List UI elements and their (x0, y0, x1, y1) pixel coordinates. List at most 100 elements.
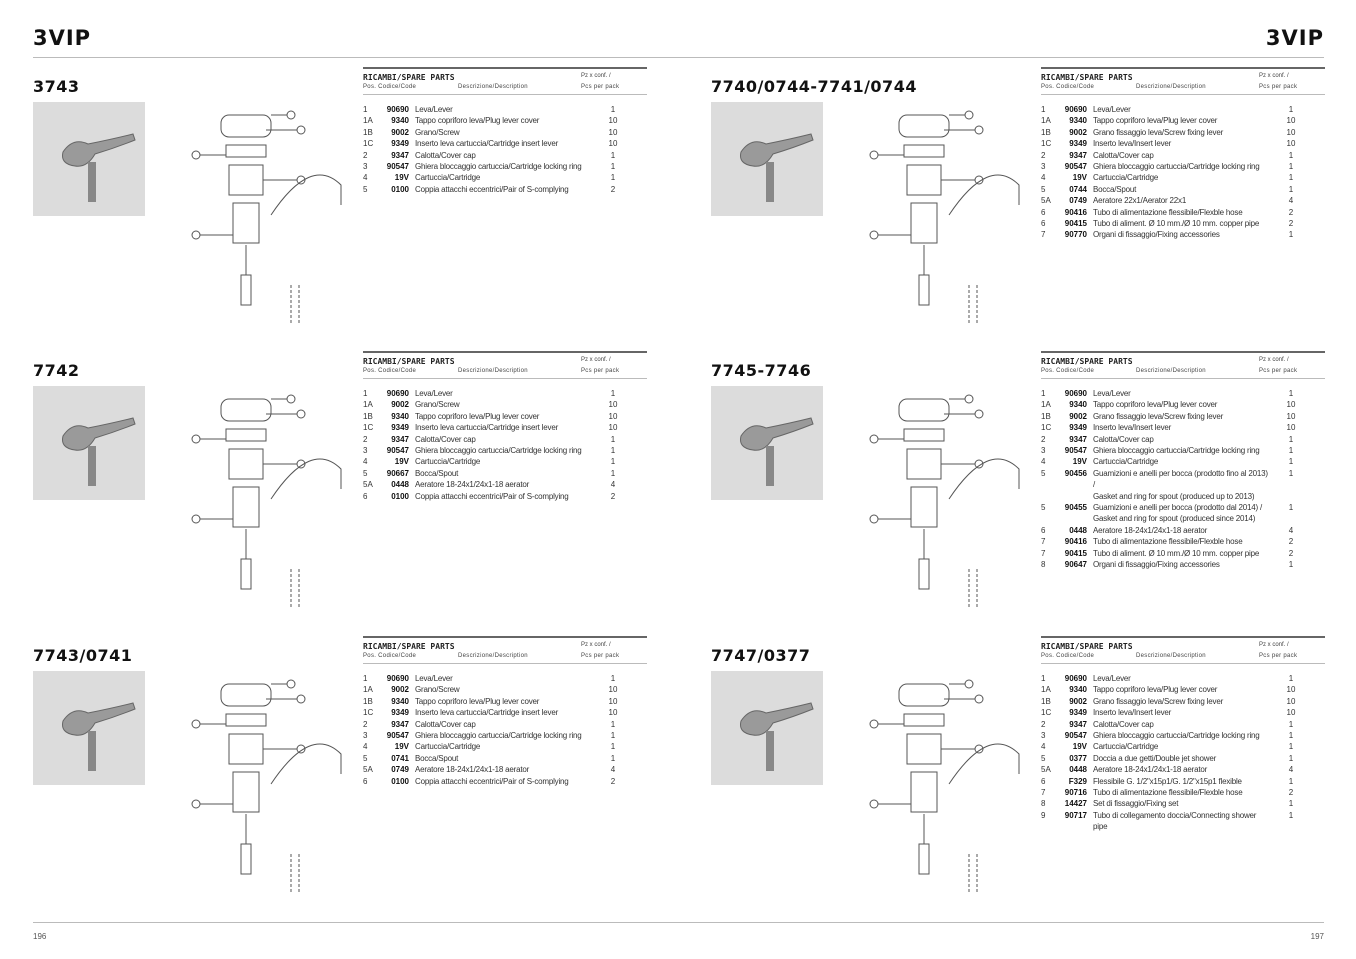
part-description: Organi di fissaggio/Fixing accessories (1093, 230, 1220, 240)
table-row: 5A 0448 Aeratore 18-24x1/24x1-18 aerator… (1041, 764, 1325, 775)
part-description: Doccia a due getti/Double jet shower (1093, 753, 1217, 763)
table-row: 7 90415 Tubo di aliment. Ø 10 mm./Ø 10 m… (1041, 548, 1325, 559)
part-quantity: 1 (610, 742, 616, 752)
description-header: Descrizione/Description (458, 368, 528, 374)
part-quantity: 4 (610, 765, 616, 775)
product-photo (711, 671, 823, 785)
brand-logo-right: 3VIP (1265, 26, 1324, 50)
table-row: 5A 0749 Aeratore 18-24x1/24x1-18 aerator… (363, 764, 647, 775)
part-description: Grano/Screw (415, 400, 460, 410)
part-code: 0100 (391, 776, 409, 786)
part-description: Tappo copriforo leva/Plug lever cover (1093, 116, 1218, 126)
description-header: Descrizione/Description (1136, 368, 1206, 374)
page-number-right: 197 (1310, 932, 1324, 941)
part-quantity: 4 (1288, 765, 1294, 775)
part-description: Inserto leva cartuccia/Cartridge insert … (415, 139, 559, 149)
part-code: 9349 (1069, 139, 1087, 149)
table-row: 4 19V Cartuccia/Cartridge 1 (1041, 172, 1325, 183)
part-description: Cartuccia/Cartridge (415, 457, 481, 467)
part-code: 90690 (1064, 105, 1087, 114)
part-code: 9002 (1069, 127, 1087, 137)
part-position: 1B (363, 127, 373, 137)
part-quantity: 10 (1286, 411, 1296, 421)
table-row: 8 14427 Set di fissaggio/Fixing set 1 (1041, 798, 1325, 809)
part-code: 9340 (391, 411, 409, 421)
part-description: Grano fissaggio leva/Screw fixing lever (1093, 127, 1224, 137)
part-quantity: 10 (608, 116, 618, 126)
part-position: 2 (363, 150, 368, 160)
part-description: Bocca/Spout (1093, 184, 1137, 194)
part-quantity: 2 (1288, 537, 1294, 547)
part-quantity: 10 (1286, 116, 1296, 126)
part-position: 2 (1041, 434, 1046, 444)
part-position: 4 (1041, 742, 1046, 752)
part-description: Set di fissaggio/Fixing set (1093, 799, 1179, 809)
table-row: 2 9347 Calotta/Cover cap 1 (1041, 719, 1325, 730)
table-row: 6 0100 Coppia attacchi eccentrici/Pair o… (363, 776, 647, 787)
table-row: 7 90770 Organi di fissaggio/Fixing acces… (1041, 229, 1325, 240)
part-description: Ghiera bloccaggio cartuccia/Cartridge lo… (1093, 731, 1260, 741)
part-code: 90416 (1064, 537, 1087, 547)
table-row: 5A 0749 Aeratore 22x1/Aerator 22x1 4 (1041, 195, 1325, 206)
description-header: Descrizione/Description (1136, 84, 1206, 90)
table-row: 2 9347 Calotta/Cover cap 1 (363, 719, 647, 730)
table-row: 1 90690 Leva/Lever 1 (363, 104, 647, 115)
part-position: 2 (363, 434, 368, 444)
part-code: 90716 (1064, 788, 1087, 798)
part-position: 6 (1041, 776, 1046, 786)
part-quantity: 2 (1288, 219, 1294, 229)
table-row: 3 90547 Ghiera bloccaggio cartuccia/Cart… (1041, 445, 1325, 456)
part-position: 5 (363, 184, 368, 194)
table-title: RICAMBI/SPARE PARTS (363, 73, 455, 82)
part-code: 0744 (1069, 184, 1087, 194)
product-photo (33, 102, 145, 216)
part-quantity: 1 (1288, 731, 1294, 741)
part-quantity: 1 (610, 719, 616, 729)
part-code: 90690 (386, 674, 409, 683)
part-position: 6 (1041, 525, 1046, 535)
table-row: 1B 9002 Grano fissaggio leva/Screw fixin… (1041, 127, 1325, 138)
part-position: 1A (1041, 116, 1051, 126)
exploded-diagram (829, 95, 1039, 330)
part-code: 9347 (391, 434, 409, 444)
part-description: Ghiera bloccaggio cartuccia/Cartridge lo… (415, 731, 582, 741)
part-code: 9349 (391, 708, 409, 718)
part-description: Inserto leva/Insert lever (1093, 708, 1172, 718)
part-description: Ghiera bloccaggio cartuccia/Cartridge lo… (1093, 446, 1260, 456)
part-position: 1B (1041, 127, 1051, 137)
part-code: 9002 (1069, 411, 1087, 421)
part-description: Leva/Lever (1093, 105, 1131, 114)
part-description: Tappo copriforo leva/Plug lever cover (415, 116, 540, 126)
part-quantity: 1 (1288, 457, 1294, 467)
part-code: 90547 (1064, 731, 1087, 741)
part-position: 5 (1041, 184, 1046, 194)
part-position: 2 (363, 719, 368, 729)
part-code: 90547 (1064, 446, 1087, 456)
table-row: 1C 9349 Inserto leva/Insert lever 10 (1041, 707, 1325, 718)
part-position: 5A (1041, 765, 1051, 775)
part-position: 8 (1041, 560, 1046, 570)
part-description: Aeratore 18-24x1/24x1-18 aerator (415, 480, 530, 490)
table-row: 5 90667 Bocca/Spout 1 (363, 468, 647, 479)
part-code: 9347 (1069, 150, 1087, 160)
part-code: 0741 (391, 753, 409, 763)
part-quantity: 1 (610, 434, 616, 444)
part-code: 9340 (391, 696, 409, 706)
table-row: 5 90456 Guamizioni e anelli per bocca (p… (1041, 468, 1325, 491)
table-title: RICAMBI/SPARE PARTS (363, 357, 455, 366)
part-quantity: 2 (610, 184, 616, 194)
part-quantity: 1 (1288, 184, 1294, 194)
description-header: Descrizione/Description (458, 653, 528, 659)
part-quantity: 2 (1288, 207, 1294, 217)
part-quantity: 1 (1288, 446, 1294, 456)
part-description: Calotta/Cover cap (415, 719, 476, 729)
part-quantity: 10 (1286, 708, 1296, 718)
part-position: 1A (363, 685, 373, 695)
part-position: 3 (363, 162, 368, 172)
part-code: 90456 (1064, 468, 1087, 478)
table-row: 1C 9349 Inserto leva cartuccia/Cartridge… (363, 707, 647, 718)
table-row: Gasket and ring for spout (produced sinc… (1041, 513, 1325, 524)
